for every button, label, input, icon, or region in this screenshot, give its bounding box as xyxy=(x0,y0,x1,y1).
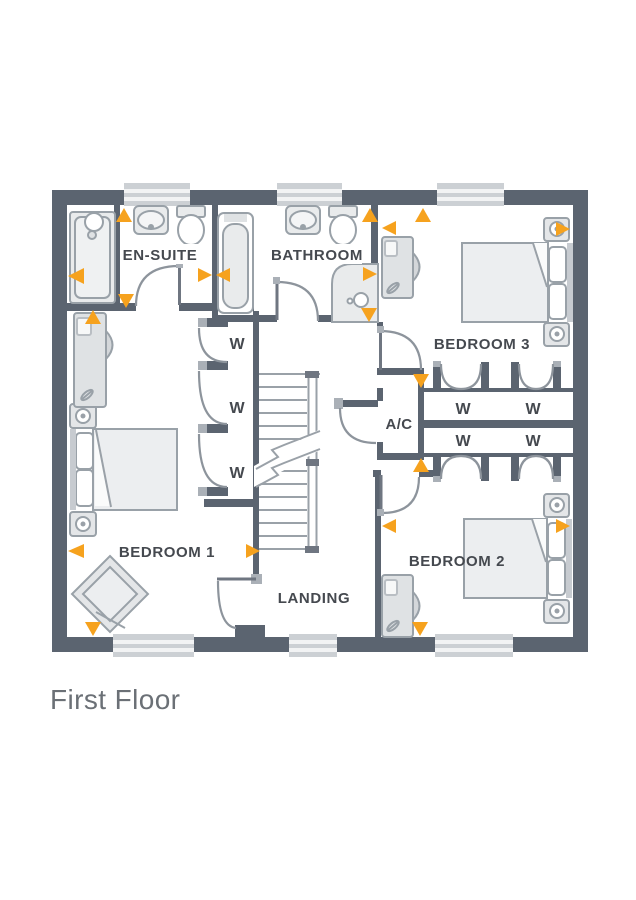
stair-break-line xyxy=(255,448,321,488)
basin xyxy=(285,205,321,235)
marker-up-icon xyxy=(415,208,431,222)
wardrobe-label: W xyxy=(229,336,245,353)
occasional-chair xyxy=(70,554,150,634)
window xyxy=(435,634,513,657)
measurement-markers xyxy=(68,208,570,636)
wardrobe-door-arc xyxy=(439,454,483,480)
bedroom3-door-arc xyxy=(379,329,423,371)
door-swings xyxy=(134,264,555,630)
marker-up-icon xyxy=(116,208,132,222)
desk xyxy=(73,312,114,408)
bathroom-label-chip xyxy=(272,244,362,264)
marker-down-icon xyxy=(85,622,101,636)
page-title: First Floor xyxy=(50,684,180,715)
windows xyxy=(113,183,513,657)
toilet xyxy=(176,205,206,246)
marker-up-icon xyxy=(362,208,378,222)
desk xyxy=(381,574,421,638)
window xyxy=(124,183,190,206)
marker-right-icon xyxy=(363,267,377,281)
desk xyxy=(381,236,421,299)
bedside-table xyxy=(69,403,97,429)
plant-icon xyxy=(80,388,94,402)
wardrobe-door-arc xyxy=(197,433,228,489)
ensuite-door-arc xyxy=(134,264,180,307)
marker-down-icon xyxy=(413,374,429,388)
shower xyxy=(69,211,116,304)
toilet xyxy=(328,205,358,246)
floor-plan: EN-SUITE BATHROOM BEDROOM 3 BEDROOM 1 BE… xyxy=(50,183,588,715)
wardrobe-label: W xyxy=(229,465,245,482)
marker-right-icon xyxy=(556,519,570,533)
room-label-bedroom1: BEDROOM 1 xyxy=(119,544,215,561)
double-bed xyxy=(461,242,573,323)
marker-down-icon xyxy=(412,622,428,636)
ensuite-label-chip xyxy=(122,244,198,264)
room-label-bathroom: BATHROOM xyxy=(271,247,363,264)
double-bed xyxy=(70,428,178,511)
door-hinge-dots xyxy=(176,261,384,516)
marker-up-icon xyxy=(85,310,101,324)
bathroom-door-arc xyxy=(276,280,320,322)
marker-left-icon xyxy=(382,221,396,235)
ac-door-arc xyxy=(338,407,377,445)
bedroom1-door-arc xyxy=(216,580,237,630)
wardrobe-door-arc xyxy=(197,327,228,364)
room-label-landing: LANDING xyxy=(278,590,351,607)
wardrobe-door-arc xyxy=(517,454,555,480)
room-label-bedroom2: BEDROOM 2 xyxy=(409,553,505,570)
marker-left-icon xyxy=(382,519,396,533)
double-bed xyxy=(463,518,572,599)
marker-left-icon xyxy=(216,268,230,282)
bedside-table xyxy=(543,493,570,518)
plant-icon xyxy=(386,619,400,633)
wardrobe-door-arc xyxy=(517,363,555,391)
wardrobe-label: W xyxy=(455,401,471,418)
bedside-table xyxy=(69,511,97,537)
wardrobe-door-arc xyxy=(197,370,228,426)
wardrobe-label: W xyxy=(229,400,245,417)
bedside-table xyxy=(543,322,570,347)
marker-down-icon xyxy=(118,294,134,308)
plant-icon xyxy=(386,281,400,295)
room-label-bedroom3: BEDROOM 3 xyxy=(434,336,530,353)
stair-break-mask xyxy=(254,429,320,487)
window xyxy=(437,183,504,206)
marker-left-icon xyxy=(68,268,84,284)
stair-break-line xyxy=(255,430,321,470)
bedside-table xyxy=(543,599,570,624)
room-label-ensuite: EN-SUITE xyxy=(123,247,198,264)
window xyxy=(289,634,337,657)
bath xyxy=(217,212,254,314)
marker-up-icon xyxy=(413,458,429,472)
basin xyxy=(133,205,169,235)
wall-caps xyxy=(198,318,561,584)
marker-left-icon xyxy=(68,544,84,558)
marker-right-icon xyxy=(198,268,212,282)
marker-right-icon xyxy=(556,222,570,236)
wardrobe-label: W xyxy=(525,433,541,450)
marker-down-icon xyxy=(361,308,377,322)
door-leaves xyxy=(178,265,383,581)
marker-right-icon xyxy=(246,544,260,558)
wardrobe-label: W xyxy=(455,433,471,450)
window xyxy=(277,183,342,206)
window xyxy=(113,634,194,657)
staircase xyxy=(254,371,321,553)
room-label-ac: A/C xyxy=(385,416,412,433)
wardrobe-door-arc xyxy=(439,363,483,391)
wardrobe-label: W xyxy=(525,401,541,418)
bedroom2-door-arc xyxy=(381,476,421,515)
